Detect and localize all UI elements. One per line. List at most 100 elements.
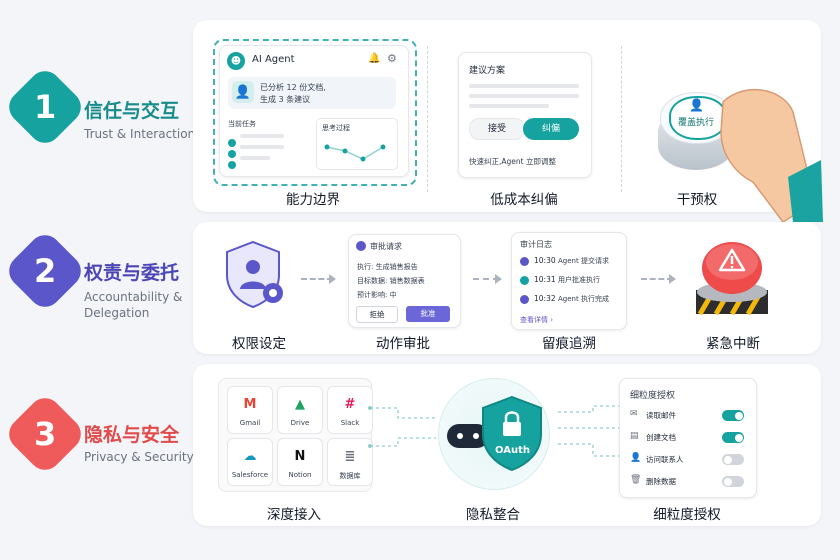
approve-button[interactable]: 批准 [406,306,450,322]
app-logo-icon: # [344,396,356,412]
section-1-title: 信任与交互 [84,100,180,122]
app-name: Drive [290,419,310,427]
approval-impact: 预计影响: 中 [357,291,397,299]
approval-title: 审批请求 [370,242,402,251]
view-details-link[interactable]: 查看详情 › [520,316,554,324]
agent-message-line2: 生成 3 条建议 [260,95,311,104]
permission-shield-icon [226,240,283,309]
caption-trace: 留痕追溯 [542,336,596,352]
approval-exec: 执行: 生成销售报告 [357,263,418,271]
agent-message-box: 👤 已分析 12 份文档, 生成 3 条建议 [228,77,396,109]
audit-text: Agent 执行完成 [558,295,609,303]
accept-button[interactable]: 接受 [469,118,525,140]
flow-arrow [301,274,336,284]
text-placeholder [469,84,579,88]
permissions-card: 细粒度授权 ✉读取邮件▤创建文档👤访问联系人🗑删除数据 [619,378,757,498]
app-logo-icon: ≣ [344,448,356,464]
section-3-number: 3 [33,414,57,453]
section-2-subtitle-line1: Accountability & [84,290,183,304]
override-label: 覆盖执行 [678,118,715,128]
audit-text: Agent 提交请求 [558,257,609,265]
bell-icon[interactable]: 🔔 [368,53,381,64]
approval-icon [356,241,366,251]
text-placeholder [469,104,549,108]
audit-time: 10:31 [534,275,556,284]
oauth-shield-icon [482,395,542,472]
row-2-panel: 审批请求 执行: 生成销售报告 目标数据: 销售数据表 预计影响: 中 拒绝 批… [193,222,821,354]
permission-toggle[interactable] [722,476,744,487]
thinking-process-box: 思考过程 [316,118,398,170]
caption-capability-boundary: 能力边界 [286,192,340,208]
audit-status-icon [520,276,529,285]
hand-illustration [720,88,823,222]
ai-agent-title: AI Agent [252,54,295,65]
permission-toggle[interactable] [722,410,744,421]
permission-row: 🗑 删除数据 [630,475,746,489]
app-tile[interactable]: ≣ 数据库 [327,438,373,486]
app-name: Gmail [239,419,261,427]
permission-row: ✉ 读取邮件 [630,409,746,423]
section-1-subtitle: Trust & Interaction [84,127,196,141]
flow-arrow [641,274,676,284]
capability-boundary-frame [213,39,417,186]
permission-toggle[interactable] [722,454,744,465]
reject-button[interactable]: 拒绝 [356,306,398,323]
app-logo-icon: M [243,396,257,412]
caption-permission-setting: 权限设定 [232,336,286,352]
app-tile[interactable]: ☁Salesforce [227,438,273,486]
app-tile[interactable]: #Slack [327,386,373,434]
check-icon [228,150,236,158]
section-1-number: 1 [33,87,57,126]
divider [621,46,622,192]
proposal-title: 建议方案 [469,66,506,76]
audit-log-title: 审计日志 [520,240,552,249]
app-name: 数据库 [339,472,361,480]
proposal-footer: 快速纠正,Agent 立即调整 [469,157,556,166]
permission-icon: 🗑 [630,475,642,485]
thinking-graph [324,144,386,162]
user-avatar: 👤 [232,81,254,103]
permission-label: 删除数据 [646,477,676,486]
permission-row: 👤访问联系人 [630,453,746,467]
permission-icon: ✉ [630,409,638,419]
app-tile[interactable]: ▲Drive [277,386,323,434]
robot-icon: ☻ [227,52,245,70]
caption-deep-integration: 深度接入 [267,507,321,523]
proposal-card: 建议方案 接受 纠偏 快速纠正,Agent 立即调整 [458,52,592,178]
section-1-badge: 1 [2,64,88,150]
permissions-title: 细粒度授权 [630,391,676,401]
app-tile[interactable]: M Gmail [227,386,273,434]
permission-toggle[interactable] [722,432,744,443]
task-list [228,132,284,169]
permission-label: 访问联系人 [646,455,684,464]
section-3-subtitle: Privacy & Security [84,450,194,464]
agent-message-line1: 已分析 12 份文档, [260,83,326,92]
person-icon: 👤 [689,98,704,112]
caption-fine-grained-auth: 细粒度授权 [653,507,721,523]
emergency-stop-icon [696,242,768,316]
flow-arrow [473,274,502,284]
section-2-subtitle-line2: Delegation [84,306,150,320]
check-icon [228,161,236,169]
caption-emergency-stop: 紧急中断 [706,336,760,352]
oauth-label: OAuth [495,445,530,456]
correct-button[interactable]: 纠偏 [523,118,579,140]
ai-agent-card: ☻ AI Agent 🔔 ⚙ 👤 已分析 12 份文档, 生成 3 条建议 当前… [219,45,409,177]
audit-status-icon [520,257,529,266]
check-icon [228,139,236,147]
audit-time: 10:30 [534,256,556,265]
thinking-process-label: 思考过程 [322,124,350,132]
gear-icon[interactable]: ⚙ [387,52,397,65]
text-placeholder [469,94,579,98]
caption-low-cost-correction: 低成本纠偏 [490,192,558,208]
section-3-badge: 3 [2,391,88,477]
caption-privacy-integration: 隐私整合 [466,507,520,523]
app-logo-icon: N [294,448,306,464]
app-logo-icon: ☁ [243,448,257,464]
permission-label: 读取邮件 [646,411,676,420]
